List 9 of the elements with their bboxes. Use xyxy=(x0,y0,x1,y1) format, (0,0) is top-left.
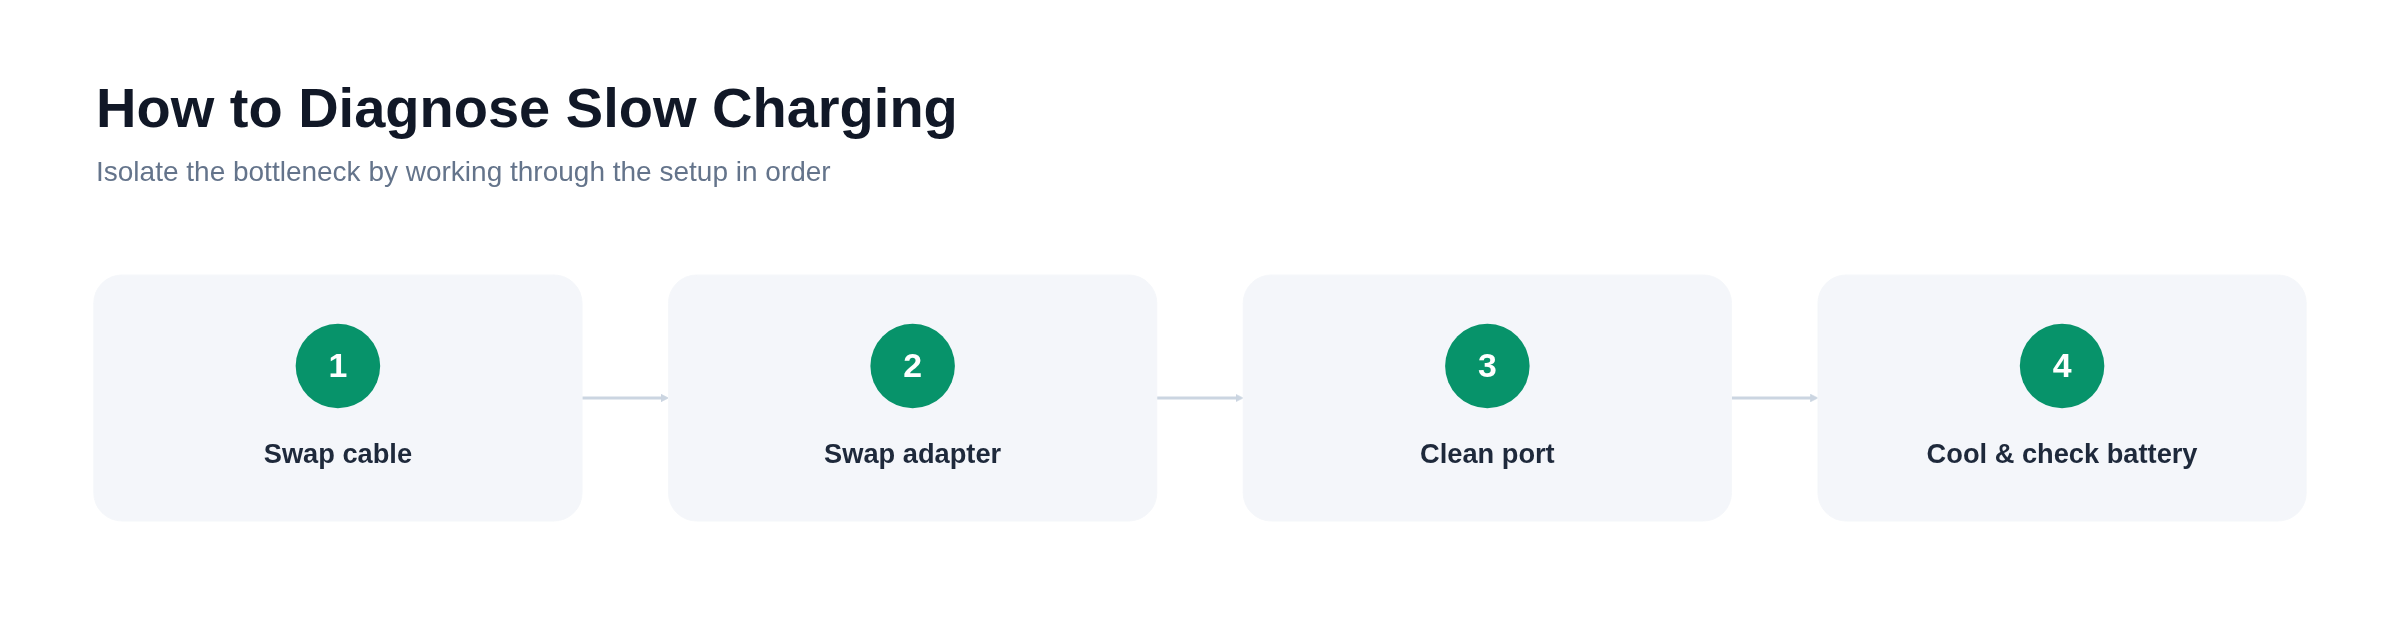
node-box: 1 Swap cable xyxy=(93,274,583,522)
node-box: 3 Clean port xyxy=(1242,274,1732,522)
arrow xyxy=(1731,393,1819,403)
arrow xyxy=(1156,393,1244,403)
node-box: 4 Cool & check battery xyxy=(1817,274,2307,522)
node-box: 2 Swap adapter xyxy=(668,274,1158,522)
title: How to Diagnose Slow Charging xyxy=(96,76,958,141)
subtitle: Isolate the bottleneck by working through the setup in order xyxy=(96,155,831,190)
arrow xyxy=(582,393,669,403)
